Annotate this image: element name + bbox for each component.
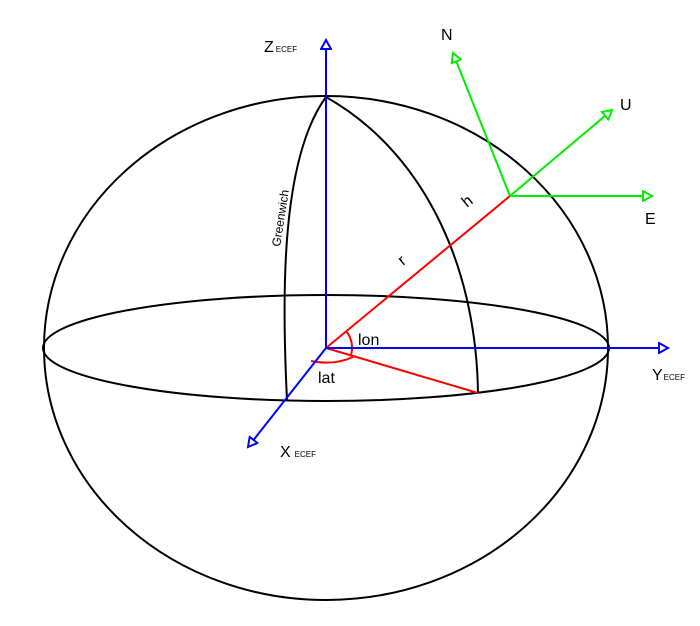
lon-label: lon xyxy=(358,332,379,349)
local-meridian xyxy=(325,96,479,394)
north-label: N xyxy=(441,27,453,44)
y-axis-label: YECEF xyxy=(652,367,685,384)
x-axis-label-main: X xyxy=(280,444,291,461)
x-axis-label: X ECEF xyxy=(280,444,316,461)
up-label: U xyxy=(620,97,632,114)
east-label: E xyxy=(645,211,656,228)
y-axis-label-sub: ECEF xyxy=(664,373,685,382)
lon-angle-arc xyxy=(345,330,354,356)
z-axis-label-sub: ECEF xyxy=(276,45,297,54)
r-label: r xyxy=(395,252,410,269)
lat-label: lat xyxy=(318,370,335,387)
radius-line xyxy=(325,195,511,349)
z-axis-label-main: Z xyxy=(264,39,274,56)
north-axis xyxy=(453,53,511,197)
x-axis-label-sub: ECEF xyxy=(295,450,316,459)
greenwich-meridian xyxy=(283,96,327,401)
up-axis xyxy=(509,110,612,197)
y-axis-label-main: Y xyxy=(652,367,663,384)
equatorial-projection-line xyxy=(325,347,479,394)
h-label: h xyxy=(459,192,477,211)
x-axis xyxy=(248,347,327,447)
